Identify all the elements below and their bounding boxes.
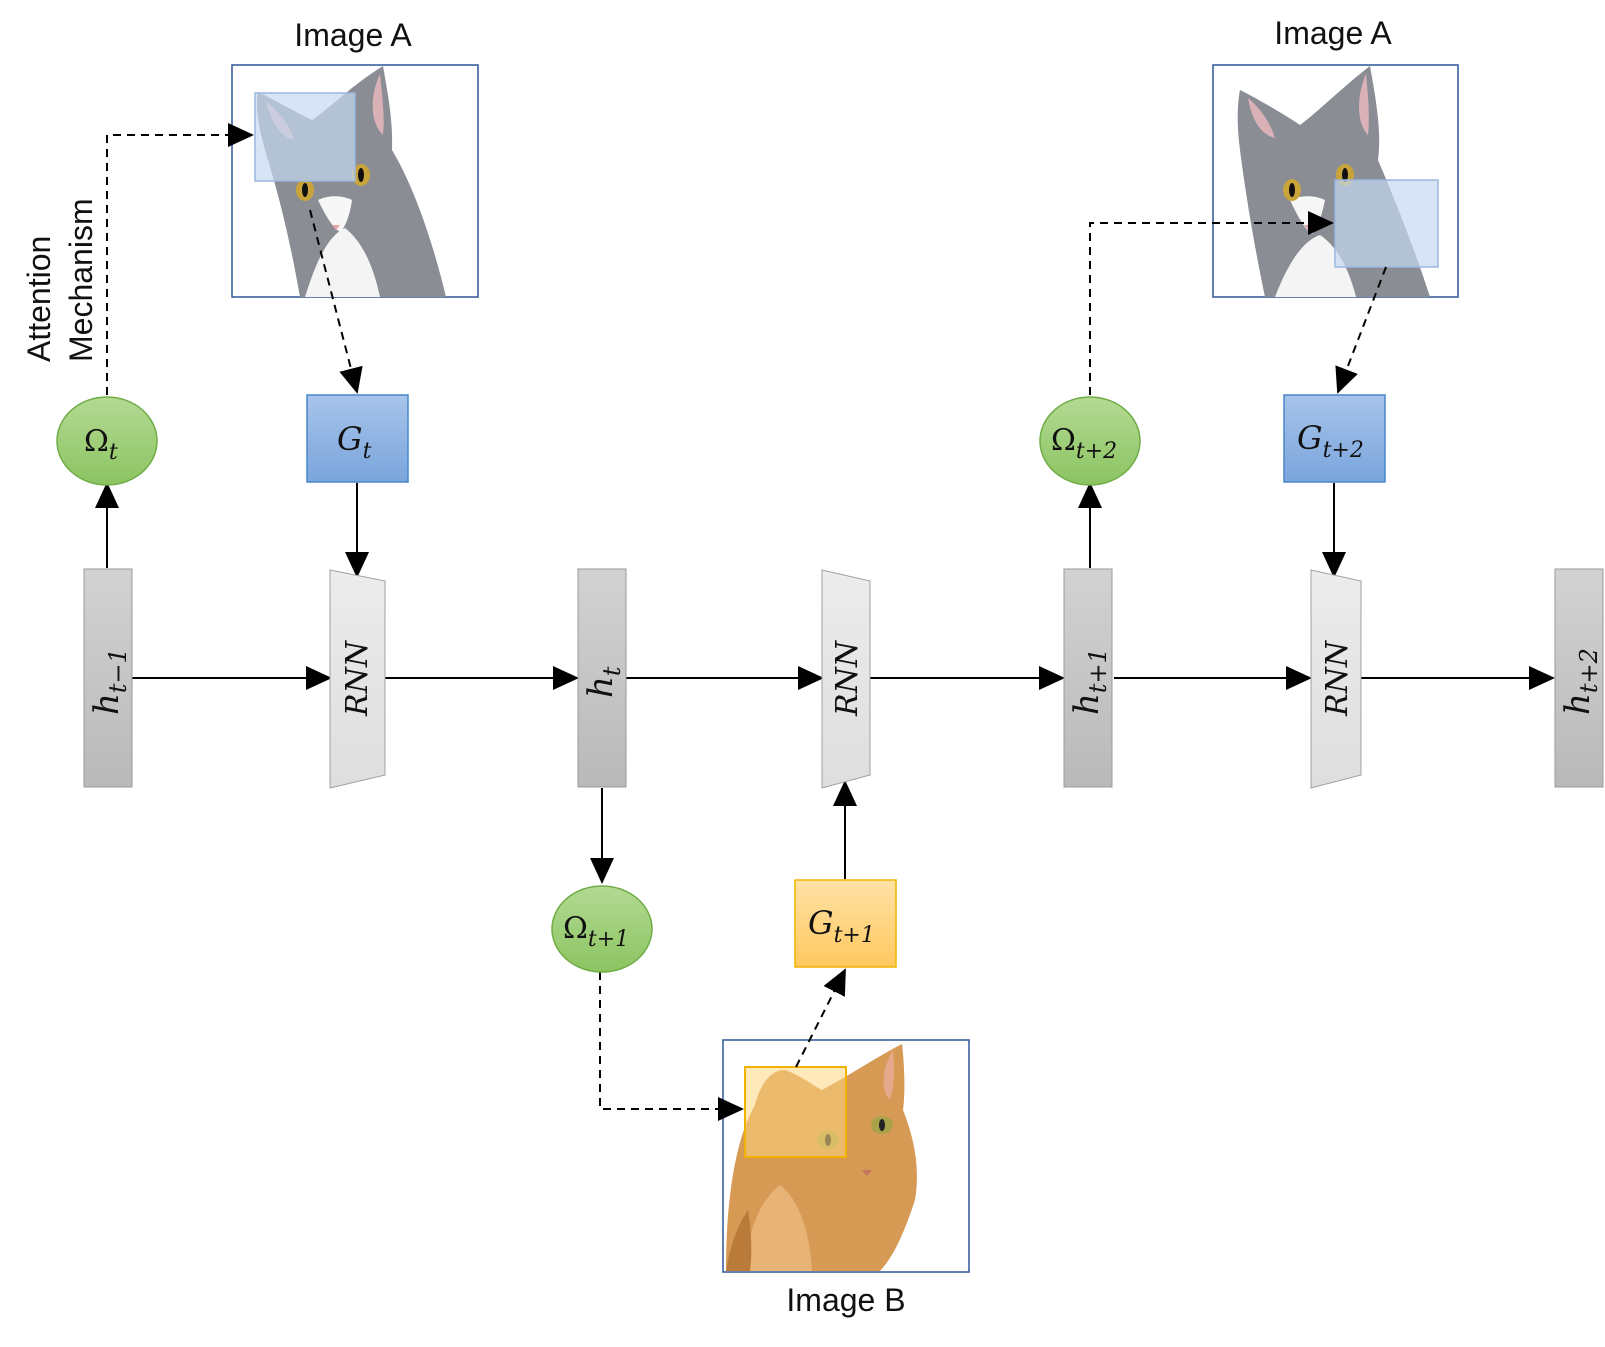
omega-sub: t+1 [588,927,629,952]
glimpse-sub: t [363,439,372,464]
svg-text:Gt+1: Gt+1 [808,904,875,948]
rnn-cell-3: RNN [1310,569,1362,789]
state-h-t-plus-1: ht+1 [1063,568,1113,788]
rnn-label: RNN [340,639,375,717]
svg-text:ht: ht [581,666,626,698]
state-h-t-plus-2: ht+2 [1554,568,1604,788]
glimpse-g-t-plus-2: Gt+2 [1283,394,1386,483]
state-base: h [1558,693,1598,715]
state-sub: t−1 [104,648,132,693]
glimpse-sub: t+1 [834,923,875,948]
omega-t-plus-2: Ωt+2 [1039,396,1141,486]
omega-sub: t [109,440,118,465]
attention-mechanism-label: Attention Mechanism [21,198,99,362]
omega-t: Ωt [56,396,158,486]
attention-label-line1: Attention [21,236,57,362]
glimpse-base: G [808,904,834,942]
omega-base: Ω [84,424,109,459]
svg-text:Ωt+2: Ωt+2 [1051,423,1117,464]
rnn-cell-2: RNN [821,569,871,789]
state-h-t: ht [577,568,627,788]
attention-label-line2: Mechanism [63,198,99,362]
image-a1-caption: Image A [294,17,412,53]
image-b-caption: Image B [786,1282,905,1318]
rnn-label: RNN [1320,639,1355,717]
rnn-cell-1: RNN [329,569,386,789]
glimpse-base: G [1297,419,1323,457]
svg-text:Gt+2: Gt+2 [1297,419,1364,463]
state-h-t-minus-1: ht−1 [83,568,133,788]
svg-text:ht+1: ht+1 [1067,648,1112,715]
attention-arrows [106,123,1387,1121]
omega-sub: t+2 [1076,439,1117,464]
svg-text:ht−1: ht−1 [87,648,132,715]
image-a1-gray-cat [231,64,479,298]
omega-base: Ω [1051,423,1076,458]
state-sub: t+1 [1084,648,1112,693]
glimpse-g-t: Gt [306,394,409,483]
state-base: h [1067,693,1107,715]
state-sub: t+2 [1575,648,1603,693]
svg-text:Ωt: Ωt [84,424,118,465]
glimpse-sub: t+2 [1323,438,1364,463]
svg-text:Ωt+1: Ωt+1 [563,911,629,952]
svg-text:Gt: Gt [337,420,372,464]
rnn-label: RNN [830,639,865,717]
image-a2-gray-cat [1212,64,1459,298]
flow-arrows [95,482,1555,884]
omega-base: Ω [563,911,588,946]
omega-t-plus-1: Ωt+1 [551,885,653,973]
state-sub: t [598,666,626,676]
state-base: h [87,693,127,715]
image-a2-caption: Image A [1274,15,1392,51]
svg-text:ht+2: ht+2 [1558,648,1603,715]
image-b-orange-cat [722,1039,970,1273]
glimpse-base: G [337,420,363,458]
state-base: h [581,676,621,698]
glimpse-g-t-plus-1: Gt+1 [794,879,897,968]
